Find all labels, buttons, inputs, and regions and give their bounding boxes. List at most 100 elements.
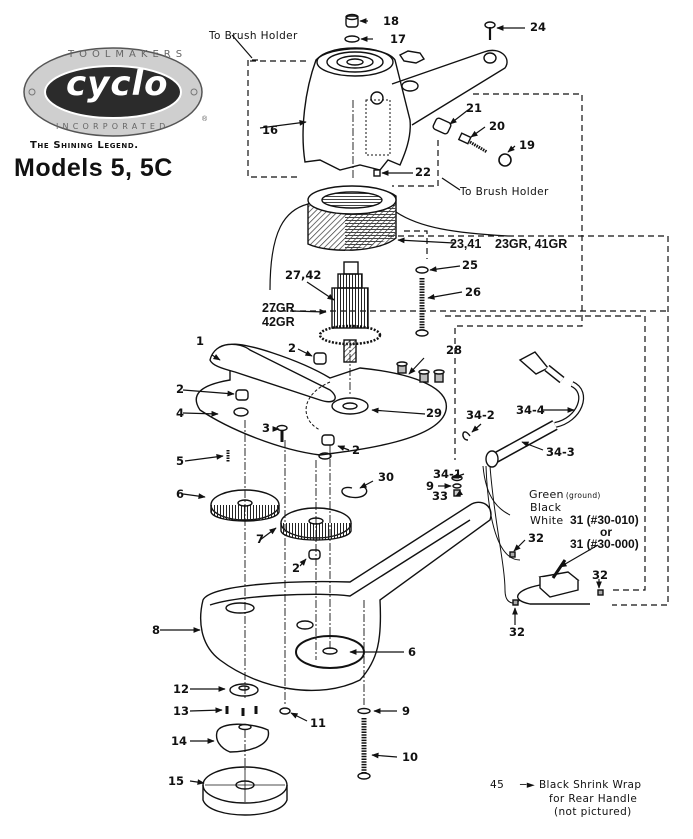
switch-part-a: 31 (#30-010) <box>570 513 639 527</box>
power-cord-34 <box>485 351 585 468</box>
bushing-2-left <box>235 389 249 401</box>
screws-13 <box>225 706 258 716</box>
wire-dashed-routes <box>270 230 669 606</box>
part-label-23-41: 23,41 <box>450 237 482 251</box>
part-label-28: 28 <box>446 343 463 357</box>
logo-bottom-text: INCORPORATED <box>56 122 170 131</box>
upper-plate-4 <box>195 343 447 460</box>
part-label-21: 21 <box>466 101 483 115</box>
part-label-11: 11 <box>310 716 327 730</box>
part-label-3: 3 <box>262 421 271 435</box>
brush-holder-dashed-right <box>392 93 583 460</box>
footnote-45: 45 ─► Black Shrink Wrap for Rear Handle (… <box>490 779 641 820</box>
part-label-9-upper: 9 <box>426 479 435 493</box>
part-label-10: 10 <box>402 750 419 764</box>
cyclo-logo: TOOLMAKERS cyclo INCORPORATED ® <box>22 46 207 138</box>
part-label-14: 14 <box>171 734 188 748</box>
brush-20 <box>457 132 488 154</box>
lead-wires <box>482 465 521 604</box>
part-label-6-upper: 6 <box>176 487 185 501</box>
part-label-9-lower: 9 <box>402 704 411 718</box>
bushing-2-lower <box>308 549 321 560</box>
brush-cap-19 <box>498 153 512 167</box>
switch-part-b: 31 (#30-000) <box>570 537 639 551</box>
screw-10 <box>357 718 371 780</box>
part-label-32-c: 32 <box>509 625 526 639</box>
switch-31 <box>517 559 590 605</box>
armature-alt-label-1: 27GR <box>262 301 295 315</box>
part-label-4: 4 <box>176 406 185 420</box>
leader-arrows <box>160 18 602 785</box>
part-label-15: 15 <box>168 774 185 788</box>
screw-22 <box>373 169 381 177</box>
part-label-7: 7 <box>256 532 265 546</box>
footnote-line-3: (not pictured) <box>554 806 632 819</box>
part-label-2-top: 2 <box>288 341 297 355</box>
part-label-24: 24 <box>530 20 547 34</box>
wire-white-label: White <box>530 514 564 527</box>
part-label-17: 17 <box>390 32 407 46</box>
wire-nut-32-c <box>512 599 519 606</box>
footnote-line-2: for Rear Handle <box>549 792 638 805</box>
brush-holder-dashed-left <box>247 59 306 178</box>
footnote-line-1: Black Shrink Wrap <box>538 779 642 791</box>
to-brush-holder-label-top: To Brush Holder <box>209 30 298 42</box>
washer-17 <box>344 35 360 43</box>
pad-holder-15 <box>202 766 288 816</box>
armature-27 <box>318 261 382 363</box>
part-label-25: 25 <box>462 258 479 272</box>
part-label-26: 26 <box>465 285 482 299</box>
tagline: The Shining Legend. <box>30 140 139 151</box>
part-label-5: 5 <box>176 454 185 468</box>
part-label-12: 12 <box>173 682 190 696</box>
part-label-34-1: 34-1 <box>433 467 462 481</box>
part-label-27-42: 27,42 <box>285 268 322 282</box>
wire-green-text: Green <box>529 488 564 501</box>
washer-9-upper <box>452 483 462 489</box>
clip-30 <box>341 485 368 499</box>
logo-main-text: cyclo <box>66 64 169 104</box>
armature-alt-label-2: 42GR <box>262 315 295 329</box>
nut-11 <box>279 707 291 715</box>
part-label-32-b: 32 <box>592 568 609 582</box>
part-label-16: 16 <box>262 123 279 137</box>
part-label-34-3: 34-3 <box>546 445 575 459</box>
gear-case-8 <box>200 501 492 692</box>
part-label-33: 33 <box>432 489 449 503</box>
brush-holder-21 <box>432 117 452 135</box>
part-label-20: 20 <box>489 119 506 133</box>
page-title: Models 5, 5C <box>14 154 173 182</box>
wire-green-label: Green(ground) <box>529 489 601 500</box>
wire-nut-32-b <box>597 589 604 596</box>
part-label-2-left: 2 <box>176 382 185 396</box>
part-label-29: 29 <box>426 406 443 420</box>
part-label-30: 30 <box>378 470 395 484</box>
part-label-1: 1 <box>196 334 205 348</box>
part-label-34-4: 34-4 <box>516 403 545 417</box>
washer-25 <box>415 266 429 274</box>
wire-black-label: Black <box>530 501 562 514</box>
logo-top-text: TOOLMAKERS <box>68 49 188 60</box>
screw-24 <box>484 21 496 40</box>
assembly-centerlines <box>244 340 365 770</box>
wire-green-note: (ground) <box>565 491 601 500</box>
part-label-18: 18 <box>383 14 400 28</box>
footnote-arrow-icon: ─► <box>520 779 536 791</box>
gear-7 <box>280 507 352 541</box>
screw-26 <box>415 278 429 337</box>
footnote-number: 45 <box>490 779 505 791</box>
field-coil-23 <box>269 185 509 291</box>
part-label-19: 19 <box>519 138 536 152</box>
switch-part-or: or <box>600 525 612 539</box>
part-label-32-a: 32 <box>528 531 545 545</box>
part-label-13: 13 <box>173 704 190 718</box>
motor-cover-16 <box>302 47 508 180</box>
part-label-22: 22 <box>415 165 432 179</box>
washer-9-lower <box>357 707 371 715</box>
part-label-6-lower: 6 <box>408 645 417 659</box>
part-label-34-2: 34-2 <box>466 408 495 422</box>
strain-relief-34-2 <box>462 431 471 441</box>
part-label-8: 8 <box>152 623 161 637</box>
part-label-2-lower: 2 <box>292 561 301 575</box>
